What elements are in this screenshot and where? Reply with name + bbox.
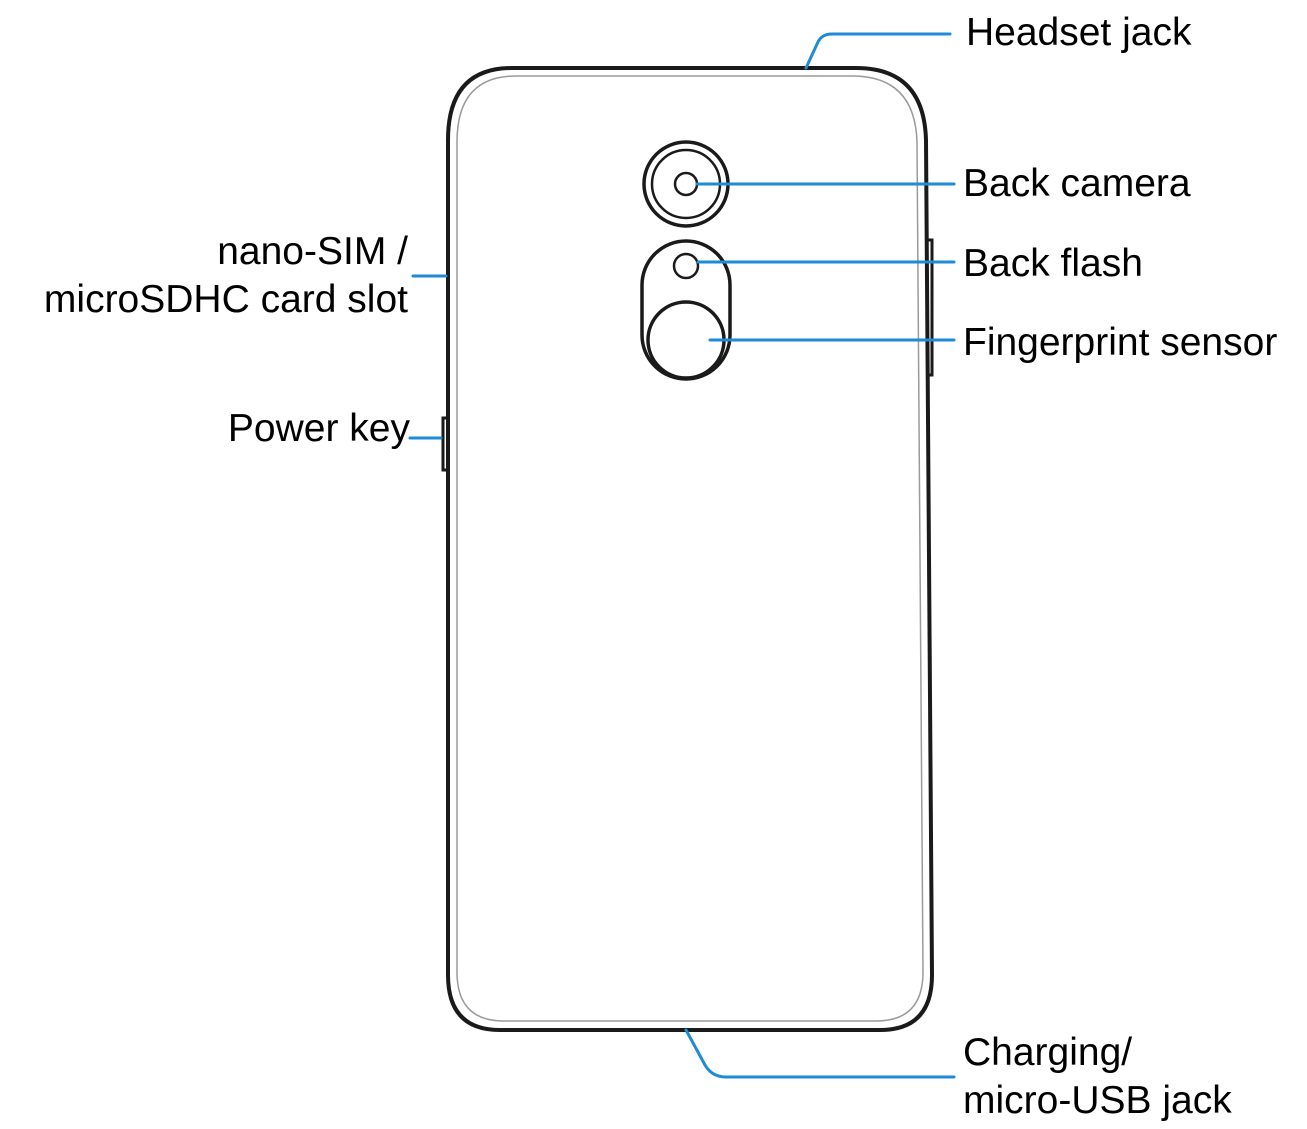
label-fingerprint-sensor: Fingerprint sensor — [963, 319, 1277, 367]
label-back-camera: Back camera — [963, 160, 1191, 208]
label-power-key: Power key — [228, 405, 410, 453]
label-back-flash: Back flash — [963, 240, 1143, 288]
label-back-flash-text: Back flash — [963, 242, 1143, 285]
back-camera-lens — [673, 171, 699, 197]
label-sim-slot: nano-SIM / microSDHC card slot — [44, 228, 408, 324]
label-charging-line2: micro-USB jack — [963, 1079, 1232, 1122]
flash-fingerprint-module — [640, 239, 732, 381]
label-charging-jack: Charging/ micro-USB jack — [963, 1029, 1232, 1125]
label-fingerprint-sensor-text: Fingerprint sensor — [963, 321, 1278, 364]
label-sim-slot-line1: nano-SIM / — [217, 230, 408, 273]
power-key-button — [441, 416, 448, 472]
label-sim-slot-line2: microSDHC card slot — [43, 278, 408, 321]
label-back-camera-text: Back camera — [963, 162, 1191, 205]
back-flash-lens — [672, 252, 700, 280]
volume-key — [926, 238, 934, 377]
label-charging-line1: Charging/ — [963, 1031, 1133, 1074]
label-headset-jack: Headset jack — [966, 9, 1191, 57]
leader-charging-jack — [684, 1028, 956, 1079]
label-headset-jack-text: Headset jack — [966, 11, 1192, 54]
leader-headset-jack — [804, 32, 952, 70]
phone-body-outline — [446, 66, 934, 1032]
label-power-key-text: Power key — [227, 407, 410, 450]
phone-body-inner-edge — [456, 75, 924, 1022]
